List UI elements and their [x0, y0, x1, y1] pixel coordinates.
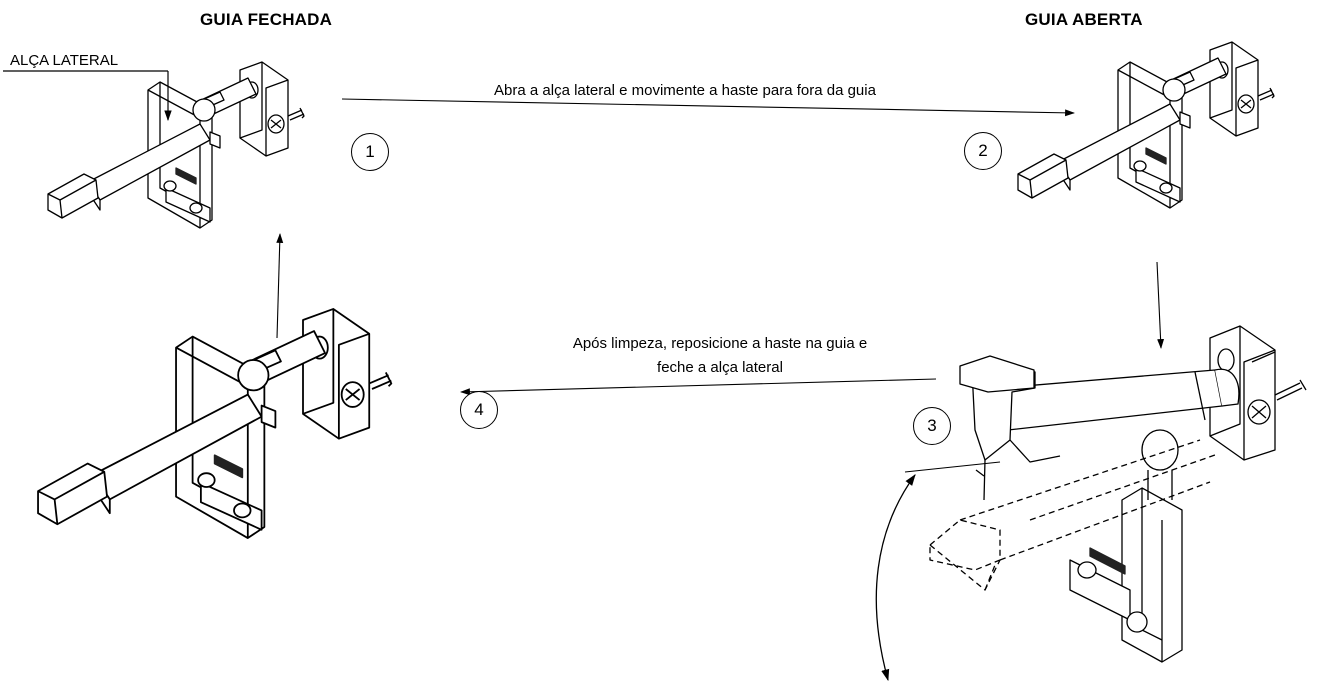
arrow-2-to-3 [1156, 261, 1165, 349]
step-number-1: 1 [351, 133, 389, 171]
callout-side-handle: ALÇA LATERAL [10, 52, 119, 69]
step-number-2: 2 [964, 132, 1002, 170]
guide-rod-removed-step3 [875, 325, 1307, 682]
arrow-3-to-4 [460, 378, 937, 396]
caption-open-step: Abra a alça lateral e movimente a haste … [494, 82, 876, 99]
caption-close-step-line1: Após limpeza, reposicione a haste na gui… [572, 335, 868, 352]
step-number-4: 4 [460, 391, 498, 429]
guide-closed-step1 [47, 61, 305, 229]
arrow-4-to-1 [276, 233, 284, 339]
title-closed-guide: GUIA FECHADA [200, 10, 333, 29]
title-open-guide: GUIA ABERTA [1025, 10, 1143, 29]
callout-leader [3, 70, 172, 122]
caption-close-step-line2: feche a alça lateral [657, 359, 783, 376]
guide-closed-step4 [37, 308, 393, 539]
step-number-3: 3 [913, 407, 951, 445]
guide-open-step2 [1017, 41, 1275, 209]
arrow-1-to-2 [341, 98, 1075, 117]
